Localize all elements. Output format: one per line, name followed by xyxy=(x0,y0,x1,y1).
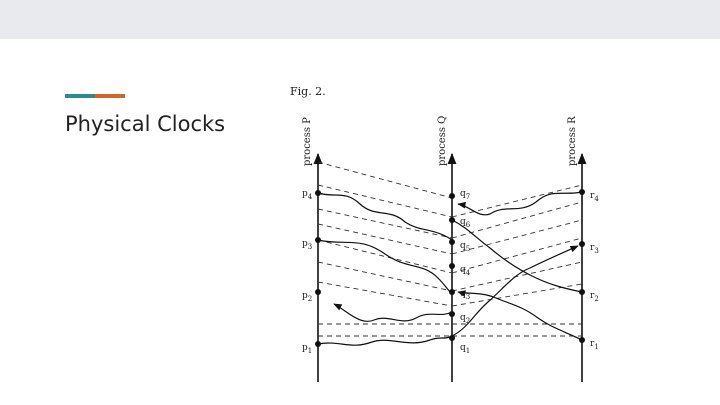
event-p1-label: p1 xyxy=(302,343,312,355)
event-q3-label: q3 xyxy=(460,289,470,301)
message-p1-q1 xyxy=(317,335,453,346)
event-q3-dot xyxy=(449,289,455,295)
message-q6-r2 xyxy=(451,219,583,293)
event-p3-label: p3 xyxy=(302,239,312,251)
event-r4-dot xyxy=(579,189,585,195)
event-p1-dot xyxy=(315,341,321,347)
event-q1-dot xyxy=(449,335,455,341)
event-q1-label: q1 xyxy=(460,343,470,355)
event-q4-dot xyxy=(449,263,455,269)
event-q7-label: q7 xyxy=(460,189,470,201)
top-band xyxy=(0,0,720,39)
event-q5-label: q5 xyxy=(460,241,470,253)
event-q7-dot xyxy=(449,193,455,199)
event-p2-dot xyxy=(315,289,321,295)
event-r2-label: r2 xyxy=(590,291,599,303)
message-r1-q3 xyxy=(457,290,583,341)
process-r-label: process R xyxy=(567,116,578,166)
event-r4-label: r4 xyxy=(590,191,599,203)
clock-tick-lines xyxy=(317,161,583,337)
accent-bar-teal xyxy=(65,94,95,98)
message-q1-r3 xyxy=(451,245,579,337)
event-r1-label: r1 xyxy=(590,339,599,351)
event-q2-dot xyxy=(449,311,455,317)
event-q4-label: q4 xyxy=(460,265,471,277)
event-q2-label: q2 xyxy=(460,313,470,325)
event-p4-dot xyxy=(315,190,321,196)
accent-bar-orange xyxy=(95,94,125,98)
event-p3-dot xyxy=(315,237,321,243)
message-r4-q7 xyxy=(457,191,583,216)
event-r1-dot xyxy=(579,337,585,343)
event-r3-label: r3 xyxy=(590,243,599,255)
process-p-label: process P xyxy=(302,117,313,166)
slide-title: Physical Clocks xyxy=(65,112,226,136)
event-q6-label: q6 xyxy=(460,217,471,229)
message-p4-q5 xyxy=(317,192,453,241)
figure-caption: Fig. 2. xyxy=(290,85,326,98)
message-q2-p2 xyxy=(333,303,453,322)
messages xyxy=(317,191,583,346)
process-q-label: process Q xyxy=(437,116,448,166)
message-p3-q7 xyxy=(317,239,453,295)
space-time-diagram: Fig. 2. process P process Q process R xyxy=(290,78,610,390)
event-r2-dot xyxy=(579,289,585,295)
event-q6-dot xyxy=(449,217,455,223)
event-r3-dot xyxy=(579,241,585,247)
event-p4-label: p4 xyxy=(302,189,313,201)
event-dots xyxy=(315,189,585,347)
event-p2-label: p2 xyxy=(302,291,312,303)
event-q5-dot xyxy=(449,239,455,245)
